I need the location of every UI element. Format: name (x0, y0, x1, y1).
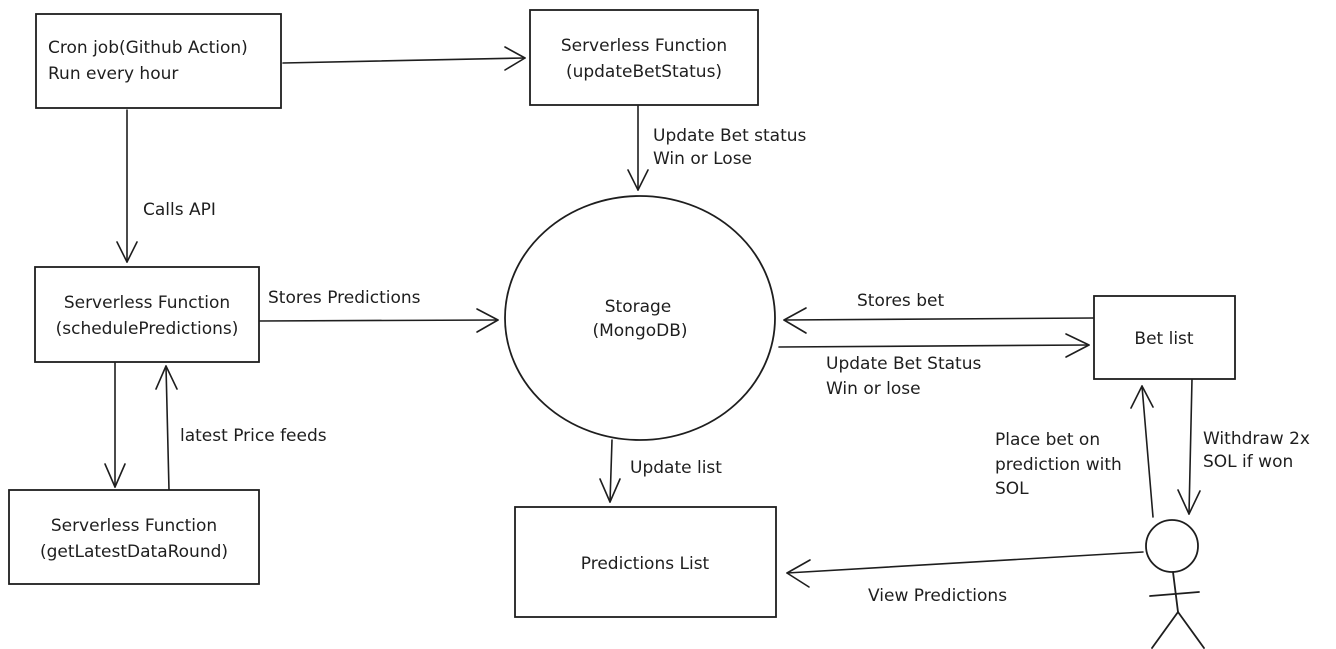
edge-label-stores-bet: Stores bet (857, 291, 944, 311)
arrow-to-getlatestdataround (104, 362, 126, 488)
bet-list-label: Bet list (1134, 329, 1193, 349)
edge-label-update-bet-status-win-lose-1: Update Bet Status (826, 354, 981, 374)
node-cron-job: Cron job(Github Action) Run every hour (35, 13, 282, 109)
node-getlatestdataround-fn: Serverless Function (getLatestDataRound) (8, 489, 260, 585)
predictions-list-label: Predictions List (581, 554, 710, 574)
edge-label-update-bet-status-1: Update Bet status (653, 126, 807, 146)
node-bet-list: Bet list (1093, 295, 1236, 380)
edge-label-stores-predictions: Stores Predictions (268, 288, 421, 308)
arrow-latest-price-feeds (155, 365, 178, 491)
cron-job-label-line2: Run every hour (48, 64, 178, 84)
edge-label-view-predictions: View Predictions (868, 586, 1007, 606)
arrow-update-list (599, 439, 621, 503)
getlatestdataround-label-line2: (getLatestDataRound) (40, 542, 228, 562)
edge-label-withdraw-1: Withdraw 2x (1203, 429, 1310, 449)
node-storage: Storage (MongoDB) (504, 195, 776, 441)
schedulepredictions-label-line1: Serverless Function (64, 293, 230, 313)
node-updatebetstatus-fn: Serverless Function (updateBetStatus) (529, 9, 759, 106)
getlatestdataround-label-line1: Serverless Function (51, 516, 217, 536)
edge-label-place-bet-3: SOL (995, 479, 1029, 499)
arrow-update-bet-status-win-lose (778, 333, 1090, 358)
schedulepredictions-label-line2: (schedulePredictions) (56, 319, 239, 339)
storage-label-line1: Storage (605, 297, 672, 317)
node-predictions-list: Predictions List (514, 506, 777, 618)
edge-label-update-list: Update list (630, 458, 722, 478)
arrow-withdraw (1177, 378, 1201, 515)
user-stick-figure-icon (1145, 519, 1205, 649)
arrow-stores-predictions (258, 308, 499, 333)
cron-job-label-line1: Cron job(Github Action) (48, 38, 248, 58)
edge-label-latest-price-feeds: latest Price feeds (180, 426, 327, 446)
updatebetstatus-label-line2: (updateBetStatus) (566, 62, 722, 82)
storage-label-line2: (MongoDB) (592, 321, 687, 341)
arrow-update-bet-status (627, 105, 649, 191)
edge-label-update-bet-status-2: Win or Lose (653, 149, 752, 169)
edge-label-update-bet-status-win-lose-2: Win or lose (826, 379, 921, 399)
node-schedulepredictions-fn: Serverless Function (schedulePredictions… (34, 266, 260, 363)
arrow-calls-api (116, 109, 138, 263)
updatebetstatus-label-line1: Serverless Function (561, 36, 727, 56)
edge-label-place-bet-1: Place bet on (995, 430, 1100, 450)
arrow-place-bet (1130, 385, 1154, 518)
arrow-cron-to-updatebetstatus (282, 46, 526, 71)
arrow-stores-bet (783, 307, 1095, 334)
edge-label-calls-api: Calls API (143, 200, 216, 220)
arrow-view-predictions (786, 551, 1144, 588)
edge-label-withdraw-2: SOL if won (1203, 452, 1293, 472)
edge-label-place-bet-2: prediction with (995, 455, 1122, 475)
